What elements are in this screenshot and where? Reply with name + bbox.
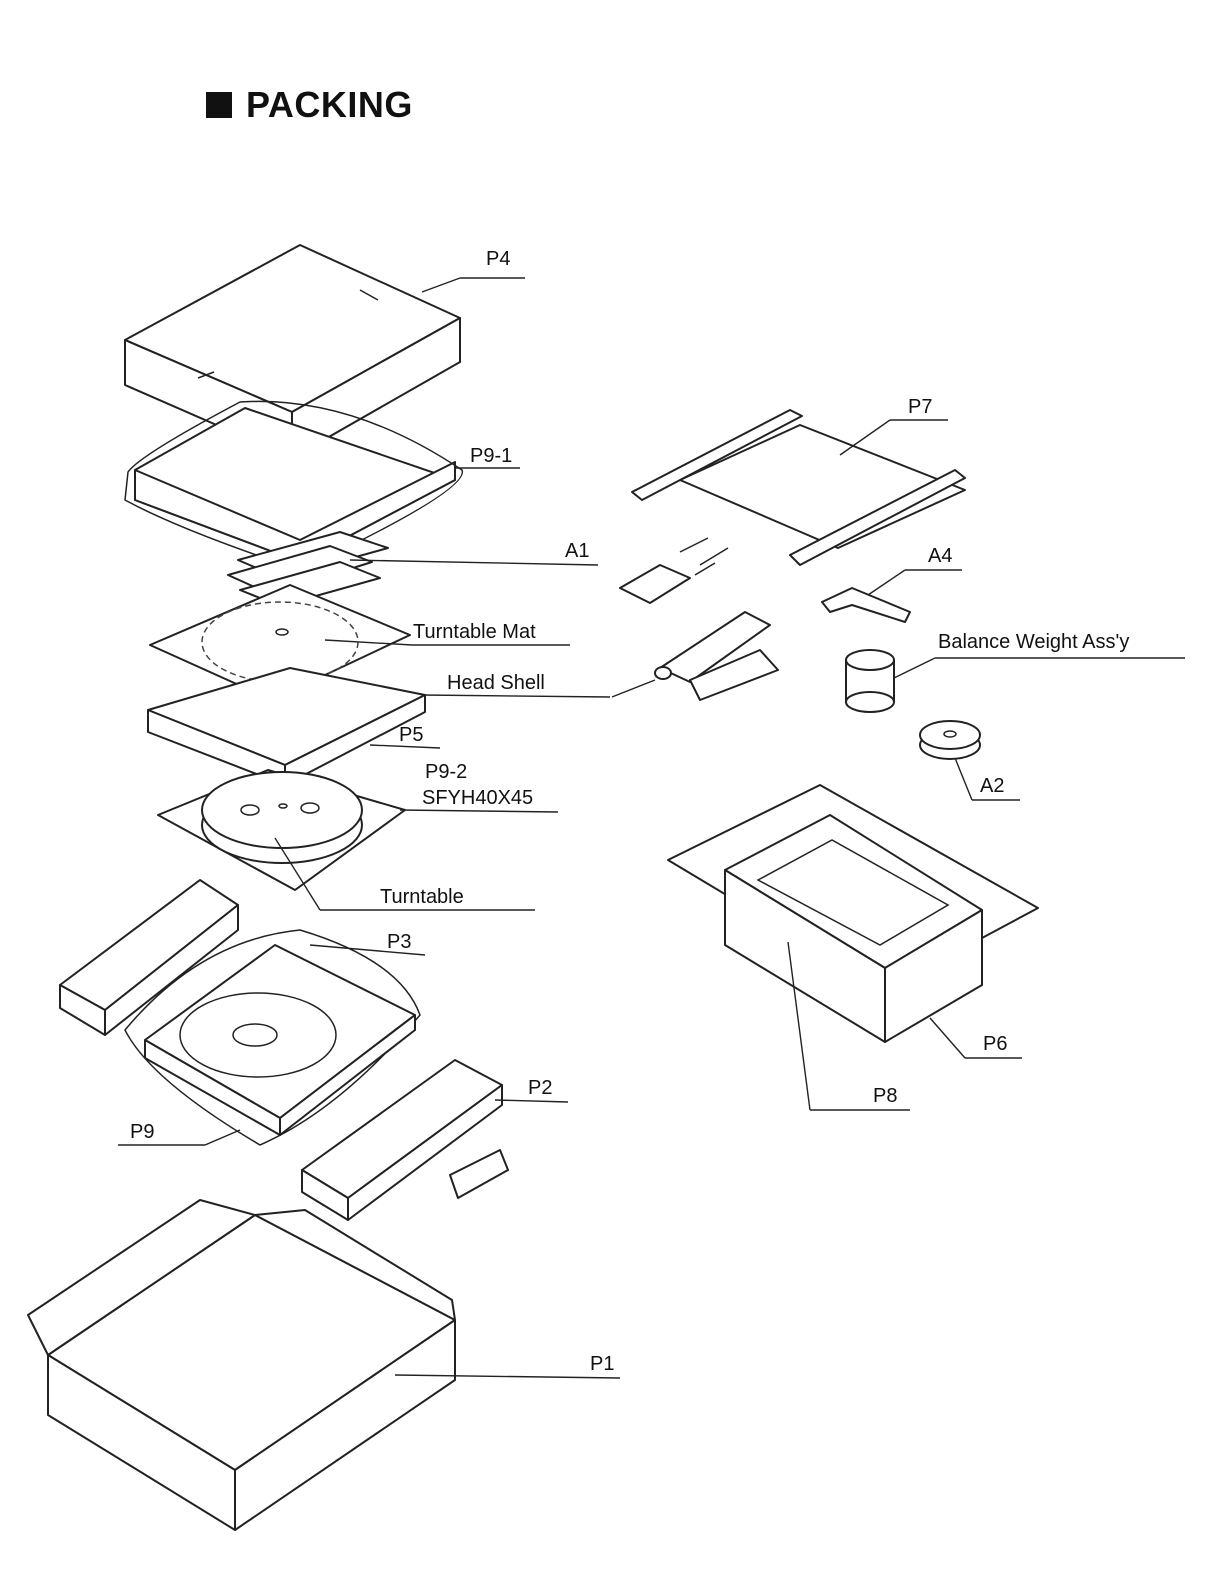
part-head-shell xyxy=(612,612,778,700)
label-p9: P9 xyxy=(130,1121,154,1143)
label-p9-1: P9-1 xyxy=(470,445,512,467)
label-a2: A2 xyxy=(980,775,1004,797)
label-sfyh40x45: SFYH40X45 xyxy=(422,787,533,809)
part-screws-pack xyxy=(620,538,728,603)
label-p7: P7 xyxy=(908,396,932,418)
part-a2 xyxy=(920,721,1020,800)
label-p1: P1 xyxy=(590,1353,614,1375)
part-a4 xyxy=(822,570,962,622)
label-head-shell: Head Shell xyxy=(447,672,545,694)
label-p5: P5 xyxy=(399,724,423,746)
label-balance-weight: Balance Weight Ass'y xyxy=(938,631,1129,653)
part-p1-box xyxy=(28,1200,620,1530)
part-balance-weight xyxy=(846,650,1185,712)
label-turntable: Turntable xyxy=(380,886,464,908)
part-p6-case xyxy=(668,785,1038,1058)
label-p6: P6 xyxy=(983,1033,1007,1055)
label-a4: A4 xyxy=(928,545,952,567)
label-p9-2: P9-2 xyxy=(425,761,467,783)
part-p7-bag xyxy=(632,410,965,565)
part-p4-cover xyxy=(125,245,525,458)
label-p2: P2 xyxy=(528,1077,552,1099)
label-p8: P8 xyxy=(873,1085,897,1107)
label-p3: P3 xyxy=(387,931,411,953)
label-turntable-mat: Turntable Mat xyxy=(413,621,536,643)
label-p4: P4 xyxy=(486,248,510,270)
label-a1: A1 xyxy=(565,540,589,562)
